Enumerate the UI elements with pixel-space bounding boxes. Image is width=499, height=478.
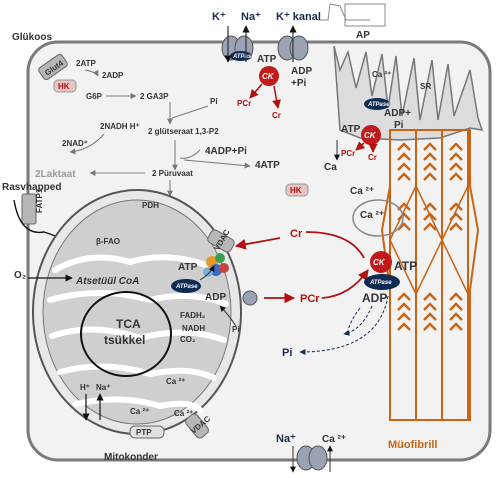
co2-label: CO₂ — [180, 335, 196, 344]
ga3p-label: 2 GA3P — [140, 92, 169, 101]
action-potential-trace — [318, 3, 370, 21]
vdac-top-pore — [207, 229, 235, 253]
ca-free-label: Ca ²⁺ — [350, 186, 374, 197]
na-plus-mito-label: Na⁺ — [96, 383, 110, 392]
hk-mito-enzyme — [285, 183, 309, 197]
pcr-sr-label: PCr — [341, 149, 355, 158]
atp-sr-label: ATP — [341, 124, 361, 135]
atp-top-label: ATP — [257, 54, 277, 65]
nadh-label: 2NADH H⁺ — [100, 122, 140, 131]
na-plus-label: Na⁺ — [241, 11, 261, 23]
hk-enzyme — [53, 79, 77, 93]
glucose-label: Glükoos — [12, 32, 52, 43]
ca-mito3-label: Ca ²⁺ — [174, 409, 193, 418]
cristae — [47, 254, 229, 413]
ck-myo-label: CK — [373, 258, 386, 267]
adp2-label: 2ADP — [102, 71, 124, 80]
ck-top-enzyme — [259, 66, 279, 86]
ck-top-label: CK — [262, 72, 275, 81]
pi-glyc-label: Pi — [210, 97, 218, 106]
myofibril-outline — [380, 129, 480, 421]
adp-top-label: ADP — [291, 66, 312, 77]
ca-mito2-label: Ca ²⁺ — [130, 407, 149, 416]
ptp-pore — [129, 425, 165, 439]
tca-cycle-label: tsükkel — [104, 333, 145, 347]
na-bottom-label: Na⁺ — [276, 433, 296, 445]
atpase-mito-enzyme — [171, 279, 201, 293]
tca-cycle-ring — [80, 291, 172, 377]
hk-mito-label: HK — [290, 186, 302, 195]
pi-cyto-label: Pi — [282, 347, 292, 359]
ca-tropo-label: Ca ²⁺ — [360, 210, 384, 221]
pcr-label: PCr — [300, 293, 320, 305]
adp-sr-label: ADP+ — [384, 108, 411, 119]
ca-bottom-label: Ca ²⁺ — [322, 434, 346, 445]
pi-sr-label: Pi — [394, 120, 404, 131]
sarcoplasmic-reticulum — [333, 45, 484, 141]
atp2-label: 2ATP — [76, 59, 97, 68]
ck-sr-label: CK — [364, 131, 377, 140]
atp-myo-label: ATP — [394, 259, 417, 273]
atpase-myo-enzyme — [364, 274, 400, 290]
ck-mito-node — [242, 290, 258, 306]
atpase-mito-label: ATPase — [175, 284, 198, 290]
k-channel — [277, 35, 309, 61]
ap-box — [344, 3, 386, 27]
fatp1-transporter — [21, 193, 37, 225]
pi-top-label: +Pi — [291, 78, 307, 89]
cr-label: Cr — [290, 228, 303, 240]
atp-mito-label: ATP — [178, 262, 198, 273]
adp4-label: 4ADP+Pi — [205, 146, 247, 157]
ptp-label: PTP — [136, 428, 152, 437]
k-channel-label: K⁺ kanal — [276, 11, 321, 23]
troponin-ca-site — [352, 199, 404, 237]
pcr-top-label: PCr — [237, 99, 251, 108]
myofibril-label: Müofibrill — [388, 439, 438, 451]
cr-top-label: Cr — [272, 111, 281, 120]
glycerate-label: 2 glütseraat 1,3-P2 — [148, 127, 219, 136]
bottom-ion-channel — [296, 445, 328, 471]
ck-sr-enzyme — [361, 125, 381, 145]
k-plus-label: K⁺ — [212, 11, 226, 23]
g6p-label: G6P — [86, 92, 103, 101]
lactate-label: 2Laktaat — [35, 169, 76, 180]
o2-label: O₂ — [14, 270, 26, 281]
h-plus-label: H⁺ — [80, 383, 90, 392]
ca-mito1-label: Ca ²⁺ — [166, 377, 185, 386]
atpase-top-label: ATPase — [232, 54, 255, 60]
fatty-acids-label: Rasvhapped — [2, 182, 61, 193]
hk-label: HK — [58, 82, 70, 91]
fadh2-label: FADH₂ — [180, 311, 206, 320]
ca-cyto-label: Ca — [324, 162, 337, 173]
ck-myo-enzyme — [370, 251, 392, 273]
beta-fao-label: β-FAO — [96, 237, 120, 246]
atp4-label: 4ATP — [255, 160, 280, 171]
acetyl-coa-label: Atsetüül CoA — [75, 276, 139, 287]
tca-label: TCA — [116, 317, 141, 331]
myofibril — [380, 129, 480, 421]
pyruvate-label: 2 Püruvaat — [152, 169, 193, 178]
atpase-sr-enzyme — [364, 98, 390, 110]
adp-mito-label: ADP — [205, 292, 226, 303]
pi-mito-label: Pi — [232, 325, 240, 334]
adp-myo-label: ADP — [362, 291, 387, 305]
sr-label: SR — [420, 82, 431, 91]
atpase-sr-label: ATPase — [367, 102, 390, 108]
top-ion-pump: ATPase — [221, 35, 255, 61]
vdac-bottom-pore — [185, 413, 209, 439]
pdh-label: PDH — [142, 201, 159, 210]
nad-label: 2NAD⁺ — [62, 139, 88, 148]
nadh-mito-label: NADH — [182, 324, 205, 333]
fatp1-label: FATP1 — [35, 188, 44, 213]
mitochondrion-label: Mitokonder — [104, 452, 158, 463]
ap-label: AP — [356, 30, 370, 41]
atpase-myo-label: ATPase — [369, 280, 392, 286]
ca-sr-label: Ca ²⁺ — [372, 70, 391, 79]
cr-sr-label: Cr — [368, 153, 377, 162]
